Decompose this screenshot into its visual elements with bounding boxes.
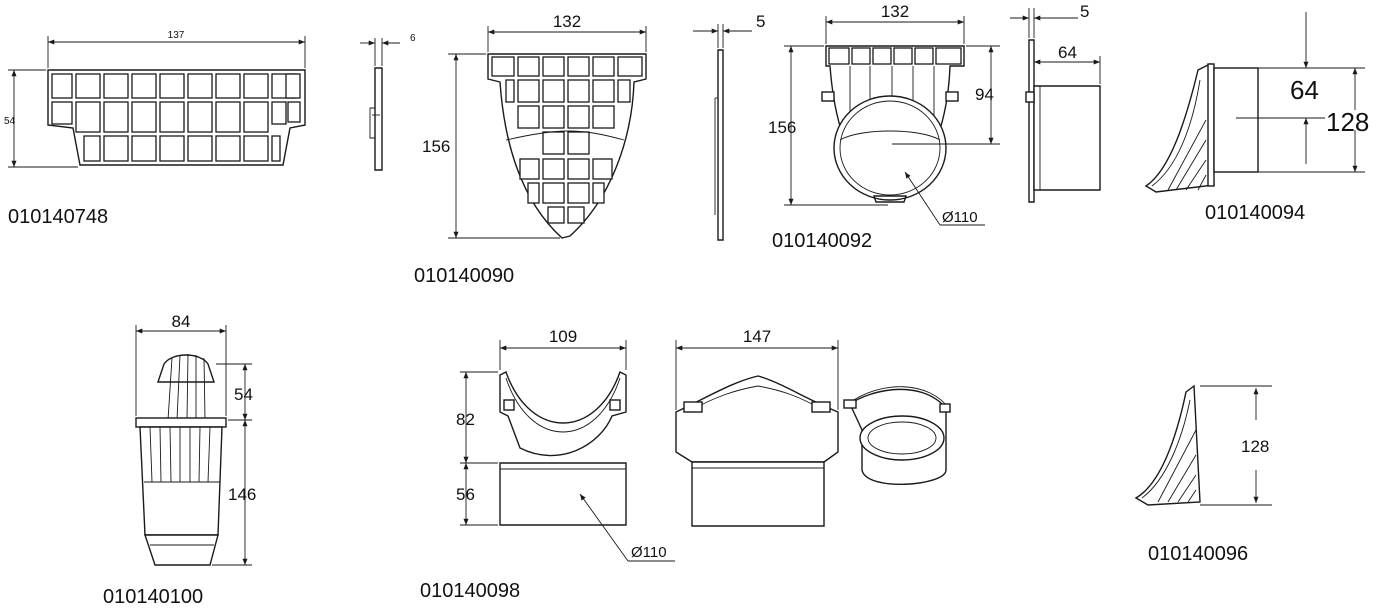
part-010140748-front-view (8, 36, 306, 168)
part-010140090-thickness-label: 5 (756, 12, 765, 31)
part-010140094-code: 010140094 (1205, 202, 1305, 224)
part-010140090-height-label: 156 (422, 137, 450, 156)
part-010140748-thickness-label: 6 (410, 33, 416, 44)
part-010140090-code: 010140090 (414, 265, 514, 287)
part-010140092-diameter-label: Ø110 (942, 209, 978, 226)
part-010140094-side-view (1144, 12, 1365, 193)
part-010140090-front-view (448, 26, 647, 239)
part-010140096-side-view (1134, 384, 1272, 506)
part-010140748-height-label: 54 (4, 116, 16, 127)
part-010140098-perspective-view (843, 386, 951, 486)
part-010140094-upper-label: 64 (1290, 75, 1319, 105)
part-010140098-diameter-label: Ø110 (631, 544, 667, 561)
part-010140098-upper-label: 82 (456, 410, 475, 429)
part-010140098-front-view (460, 340, 675, 562)
part-010140100-width-label: 84 (172, 312, 191, 331)
part-010140092-width-label: 132 (881, 2, 909, 21)
part-010140092-depth-label: 64 (1058, 43, 1077, 62)
part-010140100-code: 010140100 (103, 586, 203, 608)
part-010140098-code: 010140098 (420, 580, 520, 602)
part-010140096-code: 010140096 (1148, 543, 1248, 565)
part-010140100-front-view (135, 325, 252, 566)
part-010140092-front-view (784, 16, 1000, 226)
part-010140096-height-label: 128 (1241, 437, 1269, 456)
part-010140092-height-label: 156 (768, 118, 796, 137)
part-010140100-bottom-label: 146 (228, 485, 256, 504)
part-010140098-width-label: 109 (549, 327, 577, 346)
part-010140100-top-label: 54 (234, 385, 253, 404)
part-010140092-upper-label: 94 (975, 85, 994, 104)
part-010140090-width-label: 132 (553, 12, 581, 31)
part-010140094-total-label: 128 (1326, 107, 1369, 137)
part-010140748-width-label: 137 (168, 30, 185, 41)
part-010140092-thickness-label: 5 (1080, 2, 1089, 21)
part-010140748-code: 010140748 (8, 206, 108, 228)
part-010140748-side-view (360, 38, 400, 171)
part-010140098-side-view (675, 340, 839, 527)
part-010140090-side-view (693, 24, 752, 241)
part-010140092-code: 010140092 (772, 230, 872, 252)
part-010140092-side-view (1010, 8, 1101, 203)
part-010140098-lower-label: 56 (456, 485, 475, 504)
part-010140098-width2-label: 147 (743, 327, 771, 346)
